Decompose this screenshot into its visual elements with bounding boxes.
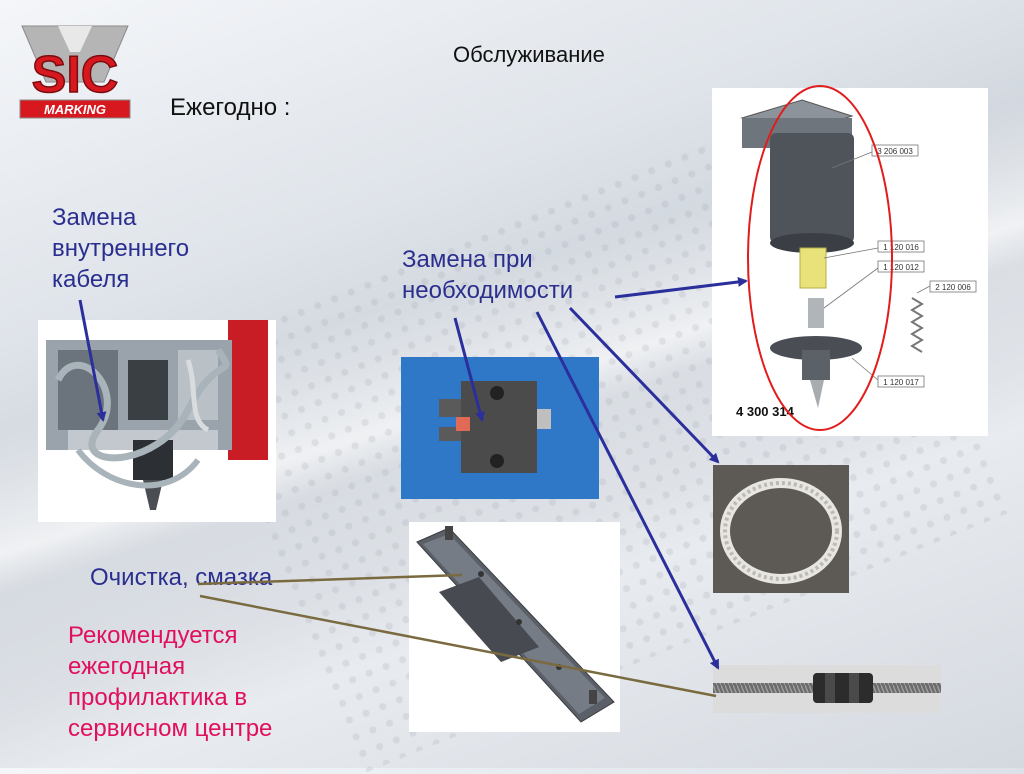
exploded-view-drawing: 3 206 003 1 120 016 1 120 012 2 120 006 … xyxy=(712,88,988,436)
label-cleaning-lubrication: Очистка, смазка xyxy=(90,564,273,591)
marking-head-photo xyxy=(38,320,276,522)
label-internal-cable: Замена внутреннего кабеля xyxy=(52,204,190,293)
logo-letters: SIC xyxy=(32,46,119,104)
callout-1: 3 206 003 xyxy=(877,147,913,156)
callout-3: 1 120 012 xyxy=(883,263,919,272)
page-subtitle: Ежегодно : xyxy=(170,94,291,121)
threaded-rod-photo xyxy=(713,665,941,713)
sic-marking-logo: SIC MARKING xyxy=(18,22,132,122)
label-service-recommendation: Рекомендуется ежегодная профилактика в с… xyxy=(68,622,273,742)
optical-sensor-image xyxy=(401,357,599,499)
logo-subtext: MARKING xyxy=(44,102,106,117)
callout-2: 1 120 016 xyxy=(883,243,919,252)
toothed-belt-photo xyxy=(713,465,849,593)
page-title: Обслуживание xyxy=(453,42,605,67)
label-replace-as-needed: Замена при необходимости xyxy=(402,246,574,304)
linear-guide-image xyxy=(409,522,620,732)
part-number: 4 300 314 xyxy=(736,404,795,419)
callout-5: 1 120 017 xyxy=(883,378,919,387)
callout-4: 2 120 006 xyxy=(935,283,971,292)
